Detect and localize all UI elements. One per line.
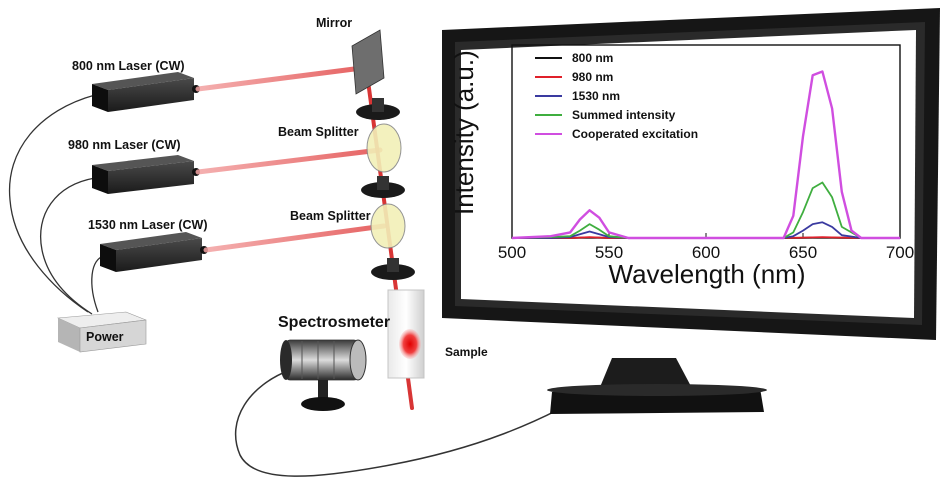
x-tick-label: 500 (498, 243, 526, 262)
laser-1530 (100, 232, 208, 272)
y-axis-title: Intensity (a.u.) (449, 50, 479, 215)
legend-label: 1530 nm (572, 89, 620, 103)
power-supply (56, 311, 147, 353)
beam-splitter-2 (370, 203, 406, 249)
legend-label: Cooperated excitation (572, 127, 698, 141)
x-tick-label: 550 (595, 243, 623, 262)
sample-cuvette (387, 289, 425, 379)
power-cables (8, 94, 106, 315)
label-power: Power (86, 330, 124, 344)
laser-980 (92, 155, 200, 194)
label-mirror: Mirror (316, 16, 352, 30)
label-laser-800: 800 nm Laser (CW) (72, 59, 185, 73)
x-axis-title: Wavelength (nm) (609, 259, 806, 289)
spectrometer-cable (234, 369, 611, 477)
laser-800 (92, 72, 200, 112)
label-sample: Sample (445, 345, 488, 359)
x-tick-label: 650 (789, 243, 817, 262)
legend-label: Summed intensity (572, 108, 676, 122)
legend-label: 800 nm (572, 51, 613, 65)
x-tick-label: 600 (692, 243, 720, 262)
mirror (351, 29, 385, 95)
label-laser-1530: 1530 nm Laser (CW) (88, 218, 207, 232)
label-laser-980: 980 nm Laser (CW) (68, 138, 181, 152)
legend-label: 980 nm (572, 70, 613, 84)
series-line-cooperated-excitation (511, 70, 900, 240)
optical-posts (356, 98, 415, 280)
spectrum-chart: 500 550 600 650 700 800 nm 980 nm 1530 nm Summe… (449, 44, 914, 289)
label-beam-splitter-1: Beam Splitter (278, 125, 359, 139)
chart-legend: 800 nm 980 nm 1530 nm Summed intensityCoope… (535, 51, 698, 141)
spectrometer (280, 339, 367, 411)
label-beam-splitter-2: Beam Splitter (290, 209, 371, 223)
monitor-neck (598, 358, 694, 392)
monitor (442, 8, 940, 414)
beam-splitter-1 (366, 123, 402, 173)
label-spectrometer: Spectrosmeter (278, 314, 390, 331)
x-tick-label: 700 (886, 243, 914, 262)
